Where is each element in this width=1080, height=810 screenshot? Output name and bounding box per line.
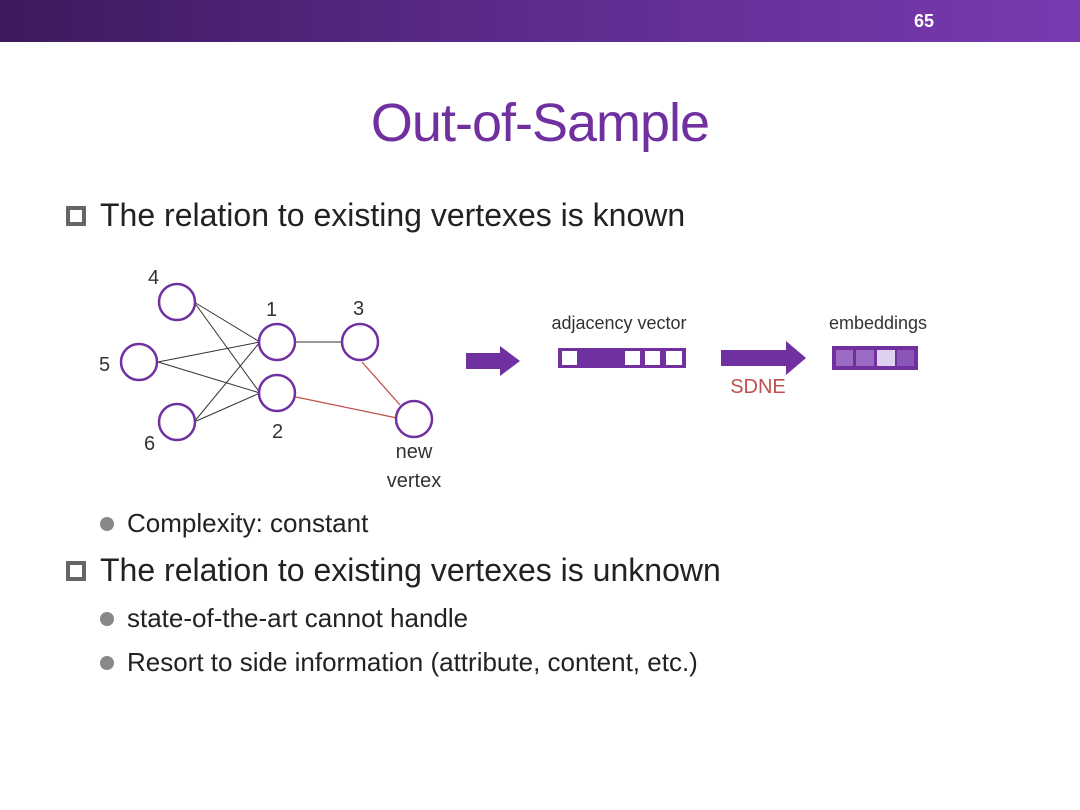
square-bullet-icon <box>66 560 86 581</box>
label-new: new <box>396 441 433 463</box>
node-1 <box>257 322 297 362</box>
graph-nodes <box>119 282 434 442</box>
sdne-label: SDNE <box>730 376 786 398</box>
header-bar: 65 <box>0 0 1080 42</box>
arrow-right-icon <box>466 346 520 376</box>
embedding-cell-0 <box>836 350 853 366</box>
bullet-side-info: Resort to side information (attribute, c… <box>100 647 698 678</box>
embeddings-vector <box>832 346 918 370</box>
bullet-complexity-text: Complexity: constant <box>127 508 369 538</box>
embeddings-label: embeddings <box>829 313 927 333</box>
embedding-cell-2 <box>877 350 895 366</box>
edge-5-2 <box>157 361 261 394</box>
adjacency-cell-3 <box>625 351 640 365</box>
edge-6-1 <box>193 341 261 423</box>
edge-3-new <box>361 361 401 406</box>
graph-edges <box>157 301 341 423</box>
label-3: 3 <box>353 298 364 320</box>
adjacency-vector <box>558 348 686 368</box>
edge-2-new <box>295 396 398 419</box>
bullet-side-info-text: Resort to side information (attribute, c… <box>127 647 698 677</box>
dot-bullet-icon <box>100 611 114 626</box>
label-4: 4 <box>148 267 159 289</box>
edge-4-1 <box>193 301 261 343</box>
label-2: 2 <box>272 421 283 443</box>
node-labels: 4 5 6 1 2 3 new vertex <box>99 267 441 492</box>
adjacency-label: adjacency vector <box>551 313 686 333</box>
label-1: 1 <box>266 299 277 321</box>
square-bullet-icon <box>66 205 86 226</box>
bullet-known: The relation to existing vertexes is kno… <box>66 197 685 234</box>
adjacency-cell-4 <box>645 351 660 365</box>
node-4 <box>157 282 197 322</box>
embedding-cell-3 <box>897 350 914 366</box>
node-2 <box>257 373 297 413</box>
bullet-unknown-text: The relation to existing vertexes is unk… <box>100 552 721 588</box>
embedding-cell-1 <box>856 350 874 366</box>
bullet-known-text: The relation to existing vertexes is kno… <box>100 197 686 233</box>
dot-bullet-icon <box>100 655 114 670</box>
node-new-vertex <box>394 399 434 439</box>
page-number: 65 <box>913 11 934 31</box>
node-6 <box>157 402 197 442</box>
edge-6-2 <box>193 392 261 423</box>
edge-5-1 <box>157 341 261 363</box>
label-5: 5 <box>99 354 110 376</box>
new-vertex-edges <box>295 361 401 419</box>
bullet-unknown: The relation to existing vertexes is unk… <box>66 552 721 589</box>
label-6: 6 <box>144 433 155 455</box>
node-5 <box>119 342 159 382</box>
slide-title: Out-of-Sample <box>370 93 710 153</box>
bullet-complexity: Complexity: constant <box>100 508 368 539</box>
label-vertex: vertex <box>387 470 441 492</box>
node-3 <box>340 322 380 362</box>
sdne-arrow-icon <box>721 341 806 375</box>
dot-bullet-icon <box>100 516 114 531</box>
bullet-sota: state-of-the-art cannot handle <box>100 603 468 634</box>
bullet-sota-text: state-of-the-art cannot handle <box>127 603 469 633</box>
edge-4-2 <box>193 301 261 394</box>
adjacency-cell-0 <box>562 351 577 365</box>
adjacency-cell-5 <box>666 351 682 365</box>
